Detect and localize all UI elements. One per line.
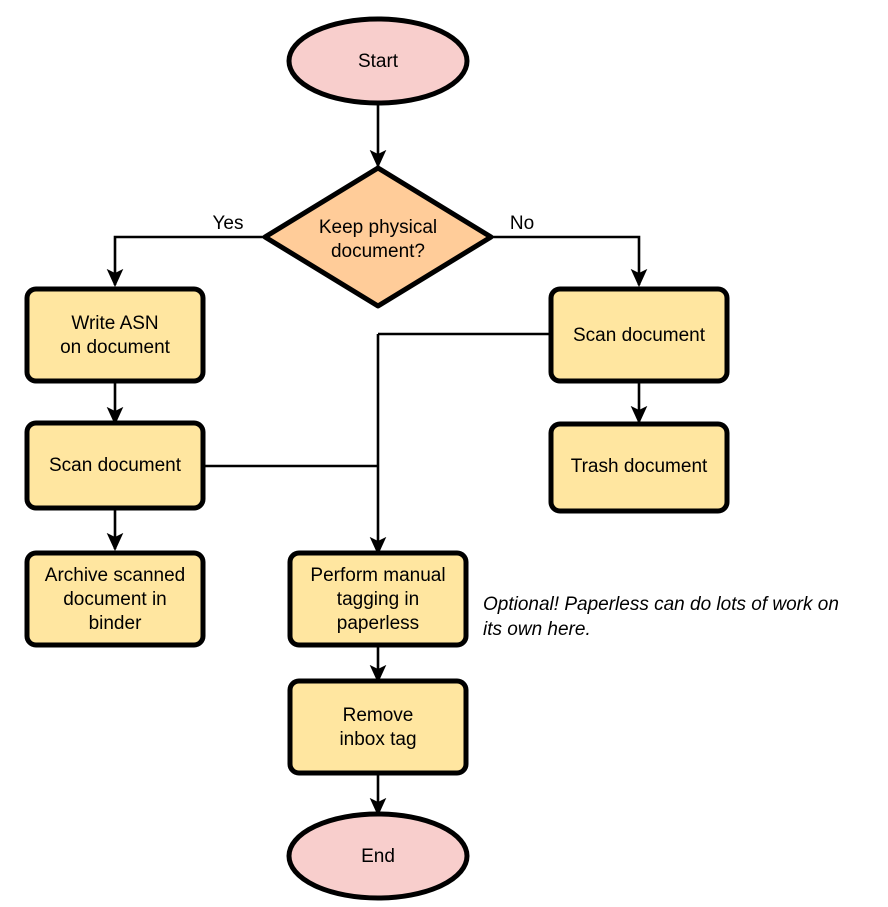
remove-inbox-label-line2: inbox tag	[339, 729, 416, 750]
start-label: Start	[358, 51, 399, 72]
trash-box	[548, 421, 730, 514]
scan-right-box	[548, 286, 730, 384]
node-scan-document-right[interactable]: Scan document	[548, 286, 730, 384]
archive-label-line1: Archive scanned	[45, 565, 185, 586]
remove-inbox-label-line1: Remove	[343, 705, 414, 726]
tagging-label-line2: tagging in	[337, 589, 419, 610]
node-perform-manual-tagging-in-paperless[interactable]: Perform manual tagging in paperless	[287, 550, 469, 648]
decision-label-line2: document?	[331, 241, 425, 262]
write-asn-label-line1: Write ASN	[71, 313, 158, 334]
scan-left-box	[24, 420, 206, 511]
node-remove-inbox-tag[interactable]: Remove inbox tag	[287, 678, 469, 776]
note-optional-paperless: Optional! Paperless can do lots of work …	[483, 594, 839, 640]
scan-right-label: Scan document	[573, 325, 706, 346]
write-asn-box	[24, 286, 206, 384]
note-line2: its own here.	[483, 619, 591, 640]
archive-label-line2: document in	[63, 589, 167, 610]
edge-label-yes: Yes	[213, 213, 244, 234]
connector-layer	[106, 103, 648, 817]
tagging-label-line1: Perform manual	[310, 565, 445, 586]
node-trash-document[interactable]: Trash document	[548, 421, 730, 514]
decision-diamond	[262, 165, 494, 309]
edge-decision-no-to-scan-right	[491, 235, 648, 288]
node-scan-document-left[interactable]: Scan document	[24, 420, 206, 511]
node-write-asn-on-document[interactable]: Write ASN on document	[24, 286, 206, 384]
archive-box	[24, 550, 206, 648]
tagging-box	[287, 550, 469, 648]
archive-label-line3: binder	[89, 613, 142, 634]
start-ellipse	[286, 16, 470, 106]
node-start[interactable]: Start	[286, 16, 470, 106]
edge-decision-yes-to-write-asn	[106, 235, 265, 288]
node-archive-scanned-document-in-binder[interactable]: Archive scanned document in binder	[24, 550, 206, 648]
write-asn-label-line2: on document	[60, 337, 171, 358]
node-end[interactable]: End	[286, 811, 470, 901]
edge-label-no: No	[510, 213, 534, 234]
end-ellipse	[286, 811, 470, 901]
remove-inbox-box	[287, 678, 469, 776]
tagging-label-line3: paperless	[337, 613, 419, 634]
scan-left-label: Scan document	[49, 455, 182, 476]
end-label: End	[361, 846, 395, 867]
note-line1: Optional! Paperless can do lots of work …	[483, 594, 839, 615]
decision-label-line1: Keep physical	[319, 217, 437, 238]
trash-label: Trash document	[571, 456, 708, 477]
node-decision-keep-physical-document[interactable]: Keep physical document?	[262, 165, 494, 309]
